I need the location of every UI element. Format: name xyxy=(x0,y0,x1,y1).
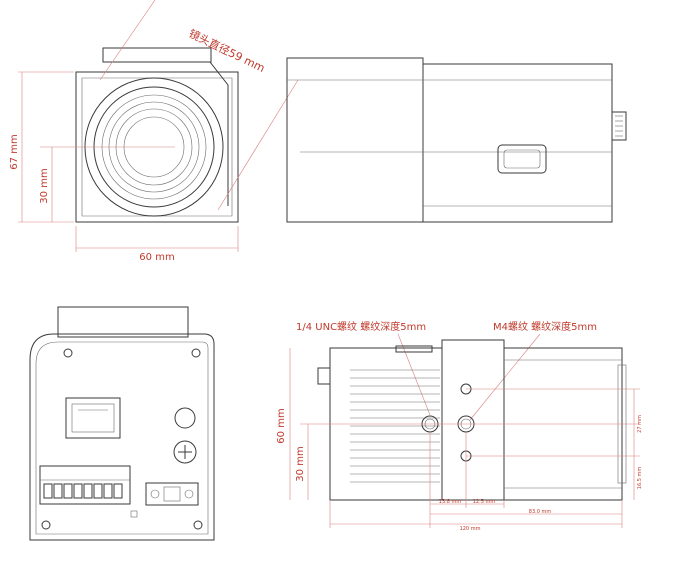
rear-body-outline xyxy=(29,333,215,541)
terminal-pin xyxy=(103,483,113,499)
rear-cross-knob xyxy=(173,440,197,464)
side-view-bottom: 1/4 UNC螺纹 螺纹深度5mm M4螺纹 螺纹深度5mm xyxy=(276,320,643,532)
front-center-height-label: 30 mm xyxy=(39,168,50,203)
front-body-inner xyxy=(81,77,233,217)
rear-terminal-block xyxy=(39,465,131,505)
rear-power-socket xyxy=(163,486,181,502)
rear-ethernet-inner xyxy=(71,403,115,433)
terminal-pin xyxy=(43,483,53,499)
rear-terminal-pins xyxy=(43,483,123,499)
side-top-body xyxy=(423,63,613,223)
rear-screw-bl xyxy=(41,520,51,530)
dim-16-5-label: 16.5 mm xyxy=(637,467,643,490)
terminal-pin xyxy=(53,483,63,499)
terminal-pin xyxy=(113,483,123,499)
side-bottom-height-label: 60 mm xyxy=(276,408,287,443)
rear-screw-tr xyxy=(191,348,201,358)
rear-screw-tl xyxy=(63,348,73,358)
front-body-outline xyxy=(75,71,239,223)
rear-round-button xyxy=(174,407,196,429)
terminal-pin xyxy=(83,483,93,499)
rear-body-inner xyxy=(35,341,209,535)
unc-thread-label: 1/4 UNC螺纹 螺纹深度5mm xyxy=(296,320,426,333)
rear-power-screw-right xyxy=(184,489,194,499)
side-bottom-fins xyxy=(350,369,440,483)
dim-83-label: 83.0 mm xyxy=(529,509,552,515)
lens-diameter-label: 镜头直径59 mm xyxy=(187,26,268,75)
rear-led xyxy=(130,510,138,518)
lens-diameter-guide-2 xyxy=(217,79,299,211)
dim-120-label: 120 mm xyxy=(460,526,481,532)
rear-view xyxy=(29,306,215,541)
side-bottom-rear-connector xyxy=(317,367,331,385)
side-view-top xyxy=(286,57,627,223)
front-view: 镜头直径59 mm 67 mm 30 mm 60 mm xyxy=(9,0,299,263)
front-height-label: 67 mm xyxy=(9,134,20,169)
side-bottom-top-bracket xyxy=(395,345,433,353)
m4-thread-label: M4螺纹 螺纹深度5mm xyxy=(493,320,597,333)
side-bottom-center-height-label: 30 mm xyxy=(295,446,306,481)
m4-leader xyxy=(469,333,541,421)
side-top-port-inner xyxy=(503,149,541,169)
dim-27-label: 27 mm xyxy=(637,415,643,433)
terminal-pin xyxy=(93,483,103,499)
rear-screw-br xyxy=(193,520,203,530)
side-top-connector xyxy=(611,111,627,141)
front-width-label: 60 mm xyxy=(139,252,174,263)
side-top-port xyxy=(497,144,547,174)
lens-diameter-guide-1 xyxy=(99,0,156,81)
dim-13-8-label: 13.8 mm xyxy=(439,499,462,505)
dim-12-5-label: 12.5 mm xyxy=(473,499,496,505)
rear-power-connector xyxy=(145,482,199,506)
rear-power-screw-left xyxy=(150,489,160,499)
front-bracket-side xyxy=(198,61,229,206)
terminal-pin xyxy=(73,483,83,499)
front-top-bracket xyxy=(102,47,212,63)
rear-ethernet-port xyxy=(65,397,121,439)
side-top-lens-block xyxy=(286,57,424,223)
rear-top-bracket xyxy=(57,306,189,338)
terminal-pin xyxy=(63,483,73,499)
